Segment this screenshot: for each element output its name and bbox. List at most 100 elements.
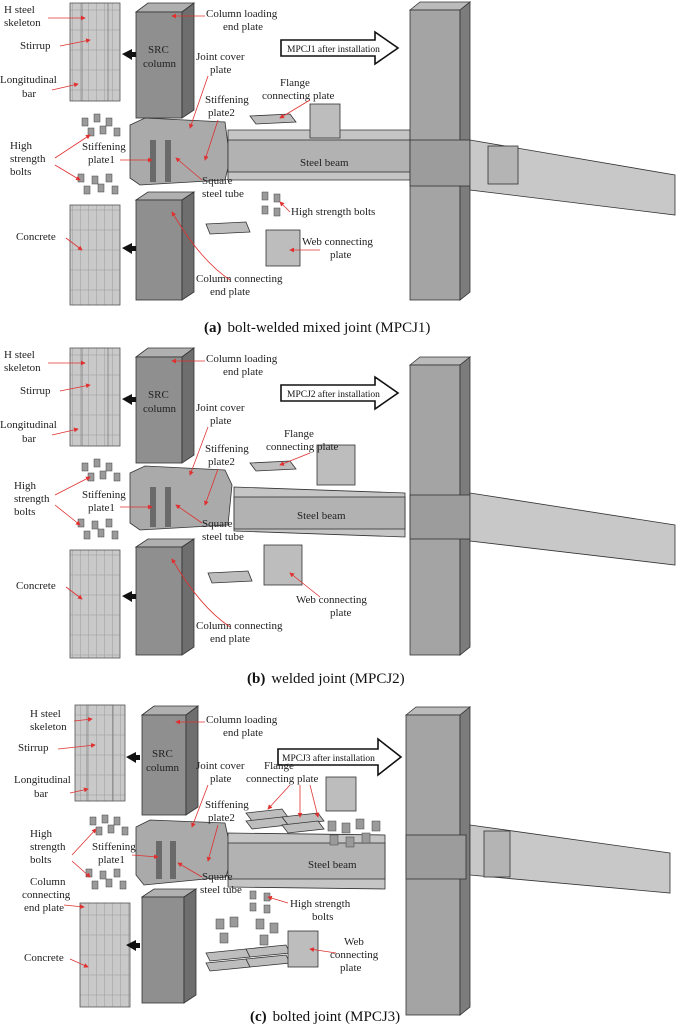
svg-text:column: column [146,762,179,774]
svg-text:Steel beam: Steel beam [297,510,346,522]
label-h-steel-2: skeleton [4,17,41,29]
svg-text:bolts: bolts [30,854,51,866]
svg-text:plate: plate [210,773,231,785]
svg-text:Column: Column [30,876,66,888]
svg-text:(b)welded joint (MPCJ2): (b) welded joint (MPCJ2) [247,671,405,687]
svg-text:plate: plate [210,415,231,427]
svg-text:Square: Square [202,871,233,883]
svg-text:(a)bolt-welded mixed joint (MP: (a)bolt-welded mixed joint (MPCJ1) [204,320,430,336]
caption-letter: (a) [204,320,222,336]
panel-c: MPCJ3 after installation (c)bolted joint… [14,704,671,1025]
svg-text:Column loading: Column loading [206,353,278,365]
svg-text:Joint cover: Joint cover [196,760,245,772]
svg-text:SRC: SRC [148,389,169,401]
svg-text:High: High [30,828,53,840]
svg-text:Stiffening: Stiffening [92,841,136,853]
svg-text:Stiffening: Stiffening [205,443,249,455]
svg-text:connecting: connecting [22,889,71,901]
svg-text:skeleton: skeleton [4,362,41,374]
svg-text:bar: bar [34,788,48,800]
leader-lines [48,13,320,281]
label-col-connect-2: end plate [210,286,250,298]
svg-text:plate: plate [330,607,351,619]
svg-text:plate1: plate1 [98,854,125,866]
panel-b: MPCJ2 after installation (b) welded joint… [0,347,676,687]
svg-text:Longitudinal: Longitudinal [14,774,71,786]
label-longitudinal: Longitudinal [0,74,57,86]
concrete-shape [69,204,121,306]
installation-arrow-icon [280,30,400,66]
svg-text:Column loading: Column loading [206,714,278,726]
label-col-connect: Column connecting [196,273,283,285]
svg-text:Concrete: Concrete [24,952,64,964]
label-stirrup: Stirrup [20,40,51,52]
src-column-shape [135,11,183,119]
svg-text:Steel beam: Steel beam [308,859,357,871]
svg-text:steel tube: steel tube [200,884,242,896]
svg-text:connecting plate: connecting plate [266,441,339,453]
label-steel-beam: Steel beam [300,157,349,169]
caption-letter: (b) [247,671,265,687]
label-stiff1: Stiffening [82,141,126,153]
svg-text:strength: strength [14,493,50,505]
svg-text:Stiffening: Stiffening [205,799,249,811]
label-concrete: Concrete [16,231,56,243]
caption-text: welded joint (MPCJ2) [271,671,404,687]
svg-text:plate2: plate2 [208,812,235,824]
label-column: column [143,58,176,70]
svg-text:SRC: SRC [152,748,173,760]
arrow-label: MPCJ1 after installation [287,44,380,55]
label-col-loading: Column loading [206,8,278,20]
svg-text:connecting plate: connecting plate [246,773,319,785]
svg-text:Concrete: Concrete [16,580,56,592]
svg-text:Flange: Flange [264,760,294,772]
svg-text:H steel: H steel [4,349,35,361]
svg-text:skeleton: skeleton [30,721,67,733]
svg-text:Stirrup: Stirrup [20,385,51,397]
svg-text:Column connecting: Column connecting [196,620,283,632]
caption-text: bolted joint (MPCJ3) [273,1009,401,1025]
svg-text:H steel: H steel [30,708,61,720]
label-flange-2: connecting plate [262,90,335,102]
svg-text:(c)bolted joint (MPCJ3): (c)bolted joint (MPCJ3) [250,1009,400,1025]
installation-arrow-icon [280,375,400,411]
svg-text:Web connecting: Web connecting [296,594,367,606]
svg-text:Stirrup: Stirrup [18,742,49,754]
label-web-2: plate [330,249,351,261]
svg-text:end plate: end plate [223,727,263,739]
installation-arrow-icon [277,737,403,777]
assembly-arrow-icon [122,243,136,254]
svg-text:Flange: Flange [284,428,314,440]
panel-a: MPCJ1 after installation (a)bolt-welded … [0,1,676,336]
label-col-loading-2: end plate [223,21,263,33]
label-joint-cover-2: plate [210,64,231,76]
svg-text:bolts: bolts [312,911,333,923]
arrow-label: MPCJ3 after installation [282,753,375,764]
label-square: Square [202,175,233,187]
label-web: Web connecting [302,236,373,248]
label-square-2: steel tube [202,188,244,200]
bolt-group-icon [77,113,121,195]
label-longitudinal-2: bar [22,88,36,100]
svg-text:plate: plate [340,962,361,974]
label-hsb-right: High strength bolts [291,206,375,218]
svg-text:plate2: plate2 [208,456,235,468]
label-src: SRC [148,44,169,56]
svg-text:Square: Square [202,518,233,530]
label-stiff2-2: plate2 [208,107,235,119]
svg-text:Stiffening: Stiffening [82,489,126,501]
label-bolts: bolts [10,166,31,178]
svg-text:Joint cover: Joint cover [196,402,245,414]
svg-text:Longitudinal: Longitudinal [0,419,57,431]
svg-text:High: High [14,480,37,492]
svg-text:end plate: end plate [24,902,64,914]
assembly-arrow-icon [122,49,136,60]
assembled-beam-shape [469,139,676,216]
arrow-label: MPCJ2 after installation [287,389,380,400]
svg-text:column: column [143,403,176,415]
label-strength: strength [10,153,46,165]
svg-text:Web: Web [344,936,364,948]
svg-text:steel tube: steel tube [202,531,244,543]
svg-text:High strength: High strength [290,898,351,910]
